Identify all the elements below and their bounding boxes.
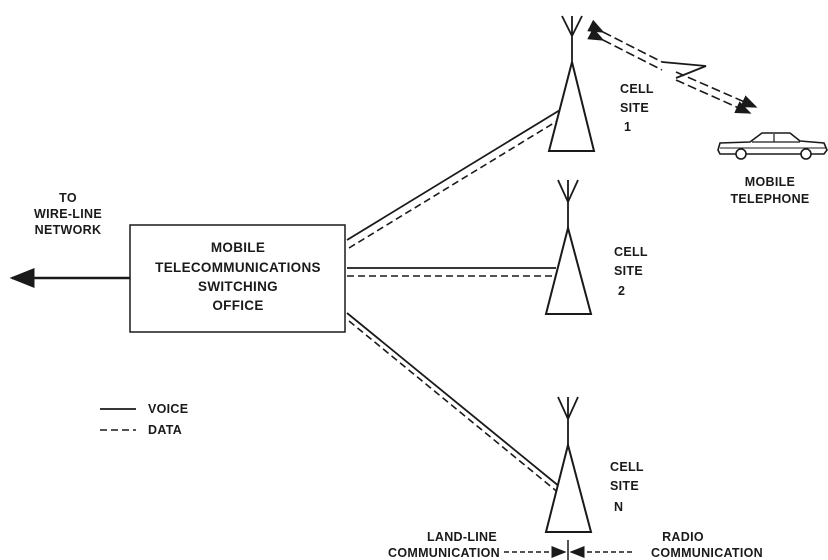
mtso-label-line3: SWITCHING (198, 279, 278, 294)
cell-siten-label-id: N (614, 500, 623, 514)
mtso-label-line1: MOBILE (211, 240, 265, 255)
data-link-site1 (348, 117, 563, 249)
cell-tower-siten (544, 396, 593, 533)
cell-siten-label-line1: CELL (610, 460, 644, 474)
cell-tower-site2 (544, 179, 593, 315)
cell-site2-label-line1: CELL (614, 245, 648, 259)
wireline-label-line2: WIRE-LINE (34, 207, 102, 221)
cell-siten-label-line2: SITE (610, 479, 639, 493)
land-line-label-line1: LAND-LINE (427, 530, 497, 544)
mobile-label-line1: MOBILE (745, 175, 795, 189)
mtso-label-line2: TELECOMMUNICATIONS (155, 260, 321, 275)
cell-tower-site1 (547, 15, 596, 152)
voice-link-siten (346, 312, 561, 488)
cell-site1-label-line1: CELL (620, 82, 654, 96)
data-link-siten (348, 320, 561, 495)
land-line-label-line2: COMMUNICATION (388, 546, 500, 560)
cell-site2-label-line2: SITE (614, 264, 643, 278)
radio-label-line2: COMMUNICATION (651, 546, 763, 560)
wireline-label-line1: TO (59, 191, 77, 205)
cell-site1-label-id: 1 (624, 120, 631, 134)
wireline-label-line3: NETWORK (35, 223, 102, 237)
mtso-label-line4: OFFICE (212, 298, 263, 313)
legend-voice-label: VOICE (148, 402, 188, 416)
radio-label-line1: RADIO (662, 530, 704, 544)
mobile-label-line2: TELEPHONE (730, 192, 809, 206)
cell-site1-label-line2: SITE (620, 101, 649, 115)
mtso-box (129, 224, 346, 333)
legend-data-label: DATA (148, 423, 182, 437)
voice-link-site1 (346, 109, 561, 241)
cell-site2-label-id: 2 (618, 284, 625, 298)
car-icon (717, 132, 828, 160)
radio-link (587, 19, 758, 114)
